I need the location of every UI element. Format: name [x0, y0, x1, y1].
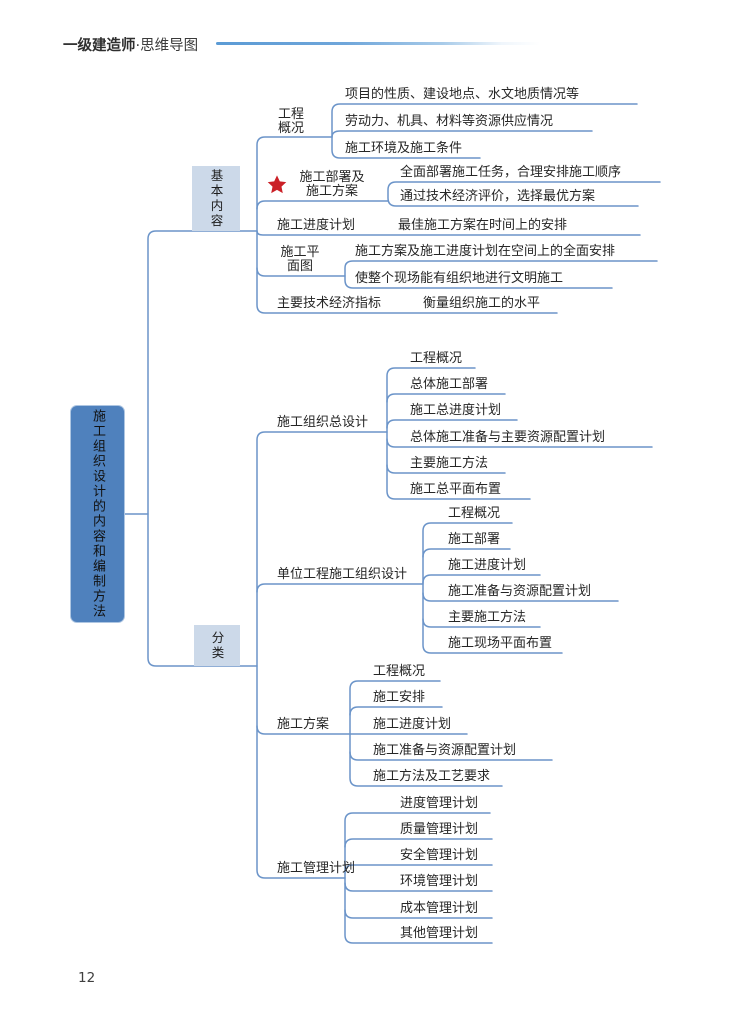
connector-line — [386, 419, 518, 429]
connector-line — [344, 838, 493, 848]
node-project-overview-line2: 概况 — [277, 120, 304, 136]
connector-line — [422, 574, 541, 584]
header-separator: · — [135, 38, 141, 54]
leaf-item: 施工方法及工艺要求 — [373, 769, 491, 784]
leaf-item: 施工总进度计划 — [410, 403, 502, 418]
connector-line — [256, 725, 351, 735]
leaf-item: 项目的性质、建设地点、水文地质情况等 — [345, 87, 580, 102]
branch-basic-label: 基本内容 — [208, 168, 224, 229]
leaf-item: 进度管理计划 — [400, 796, 479, 811]
node-deployment: 施工部署及 施工方案 — [292, 171, 372, 198]
branch-classification-label: 分类 — [209, 630, 225, 661]
connector-line — [331, 130, 593, 138]
leaf-item: 衡量组织施工的水平 — [423, 296, 541, 311]
connector-line — [344, 812, 493, 944]
connector-line — [331, 103, 638, 159]
leaf-item: 其他管理计划 — [400, 926, 479, 941]
connector-line — [256, 136, 558, 314]
connector-line — [344, 909, 493, 919]
connector-line — [147, 230, 258, 667]
connector-line — [349, 751, 553, 761]
leaf-item: 成本管理计划 — [400, 901, 479, 916]
leaf-item: 劳动力、机具、材料等资源供应情况 — [345, 114, 554, 129]
connector-line — [422, 548, 511, 558]
node-site-plan-line1: 施工平 — [280, 245, 320, 260]
connector-line — [386, 464, 506, 474]
leaf-item: 总体施工准备与主要资源配置计划 — [410, 430, 606, 445]
connector-line — [256, 230, 641, 236]
leaf-item: 施工环境及施工条件 — [345, 141, 463, 156]
leaf-item: 施工准备与资源配置计划 — [373, 743, 517, 758]
connector-line — [422, 522, 563, 654]
connector-line — [256, 267, 346, 277]
page-number: 12 — [78, 970, 96, 986]
header-title: 一级建造师·思维导图 — [63, 34, 198, 55]
leaf-item: 施工准备与资源配置计划 — [448, 584, 592, 599]
leaf-item: 环境管理计划 — [400, 874, 479, 889]
connector-line — [387, 181, 661, 207]
node-scheme: 施工方案 — [277, 717, 330, 732]
root-node-label: 施工组织设计的内容和编制方法 — [90, 409, 105, 619]
connector-line — [386, 367, 531, 500]
leaf-item: 施工安排 — [373, 690, 426, 705]
header-rule — [216, 42, 540, 45]
leaf-item: 总体施工部署 — [410, 377, 489, 392]
connector-line — [349, 706, 443, 716]
leaf-item: 施工总平面布置 — [410, 482, 502, 497]
node-project-overview: 工程 概况 — [258, 108, 324, 135]
leaf-item: 施工方案及施工进度计划在空间上的全面安排 — [355, 244, 616, 259]
leaf-item: 全面部署施工任务，合理安排施工顺序 — [400, 165, 622, 180]
branch-box-classification: 分类 — [194, 625, 240, 666]
branch-box-basic: 基本内容 — [192, 166, 240, 231]
leaf-item: 工程概况 — [373, 664, 426, 679]
connector-line — [386, 438, 653, 448]
node-deployment-line2: 施工方案 — [305, 183, 358, 199]
header-brand: 一级建造师 — [63, 38, 136, 54]
leaf-item: 施工进度计划 — [448, 558, 527, 573]
node-unit-design: 单位工程施工组织设计 — [277, 567, 408, 582]
connector-line — [256, 583, 424, 593]
connector-line — [344, 864, 493, 874]
leaf-item: 工程概况 — [410, 351, 463, 366]
leaf-item: 施工进度计划 — [373, 717, 452, 732]
node-deployment-line1: 施工部署及 — [299, 170, 365, 185]
connector-line — [256, 200, 389, 210]
node-indicators: 主要技术经济指标 — [277, 296, 382, 311]
leaf-item: 最佳施工方案在时间上的安排 — [398, 218, 568, 233]
node-project-overview-line1: 工程 — [277, 107, 304, 122]
leaf-item: 工程概况 — [448, 506, 501, 521]
node-site-plan: 施工平 面图 — [267, 246, 333, 273]
leaf-item: 施工部署 — [448, 532, 501, 547]
connector-line — [422, 618, 541, 628]
node-management-plan: 施工管理计划 — [277, 861, 356, 876]
connector-line — [422, 592, 619, 602]
node-general-design: 施工组织总设计 — [277, 415, 369, 430]
node-schedule: 施工进度计划 — [277, 218, 356, 233]
root-node: 施工组织设计的内容和编制方法 — [70, 405, 125, 623]
connector-line — [386, 393, 506, 403]
node-site-plan-line2: 面图 — [286, 258, 313, 274]
leaf-item: 主要施工方法 — [410, 456, 489, 471]
leaf-item: 施工现场平面布置 — [448, 636, 553, 651]
leaf-item: 主要施工方法 — [448, 610, 527, 625]
leaf-item: 安全管理计划 — [400, 848, 479, 863]
connector-line — [344, 882, 493, 892]
header-subtitle: 思维导图 — [140, 38, 199, 54]
leaf-item: 使整个现场能有组织地进行文明施工 — [355, 271, 564, 286]
leaf-item: 通过技术经济评价，选择最优方案 — [400, 189, 596, 204]
connector-line — [256, 431, 388, 879]
leaf-item: 质量管理计划 — [400, 822, 479, 837]
star-icon — [267, 175, 287, 194]
connector-line — [344, 260, 658, 289]
